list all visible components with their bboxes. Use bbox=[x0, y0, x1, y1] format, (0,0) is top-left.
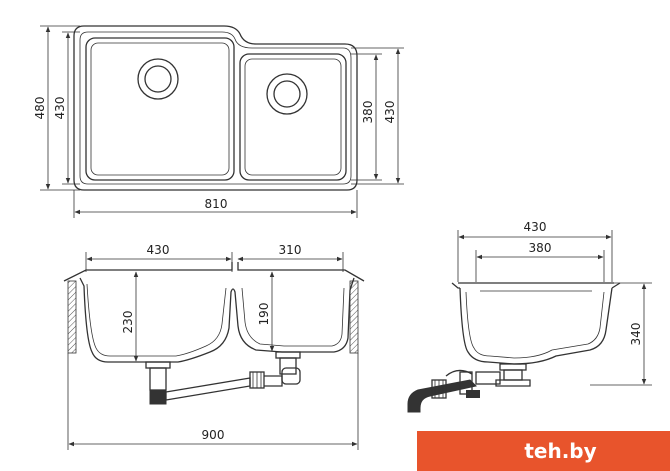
side-view-sink-body bbox=[459, 287, 613, 365]
dim-side-width-outer: 430 bbox=[524, 220, 547, 234]
dim-front-width-overall: 900 bbox=[202, 428, 225, 442]
top-view-right-bowl bbox=[239, 53, 347, 181]
top-view-right-bowl-inner bbox=[244, 58, 342, 176]
front-view-left-trap bbox=[149, 389, 167, 405]
top-view-left-bowl bbox=[85, 37, 235, 181]
top-view-left-drain bbox=[137, 58, 179, 100]
dim-top-height-outer: 480 bbox=[33, 97, 47, 120]
dim-side-width-inner: 380 bbox=[529, 241, 552, 255]
dim-top-width-total: 810 bbox=[205, 197, 228, 211]
dim-top-height-inner-left: 430 bbox=[53, 97, 67, 120]
dim-top-height-right-outer: 430 bbox=[383, 101, 397, 124]
dim-front-width-right: 310 bbox=[279, 243, 302, 257]
top-view-left-bowl-inner bbox=[90, 42, 230, 176]
side-view-siphon bbox=[407, 379, 478, 413]
top-view-outer-contour-inner bbox=[79, 31, 352, 185]
top-view-right-drain bbox=[266, 73, 308, 115]
dim-front-width-left: 430 bbox=[147, 243, 170, 257]
front-view-countertop-right bbox=[349, 280, 359, 354]
site-logo[interactable]: teh.by bbox=[417, 431, 670, 471]
top-view: 480 430 380 430 810 bbox=[33, 25, 404, 218]
front-view: 430 310 230 190 900 bbox=[63, 243, 365, 450]
front-view-connecting-pipe bbox=[165, 377, 251, 401]
front-view-countertop-left bbox=[67, 280, 77, 354]
dim-front-depth-right: 190 bbox=[257, 303, 271, 326]
side-view: 430 380 340 bbox=[407, 220, 652, 413]
dim-front-depth-left: 230 bbox=[121, 311, 135, 334]
dim-top-height-right-small: 380 bbox=[361, 101, 375, 124]
front-view-sink-body-inner bbox=[86, 283, 227, 357]
top-view-outer-contour bbox=[73, 25, 358, 191]
dim-side-height: 340 bbox=[629, 323, 643, 346]
logo-text: teh.by bbox=[524, 439, 597, 463]
